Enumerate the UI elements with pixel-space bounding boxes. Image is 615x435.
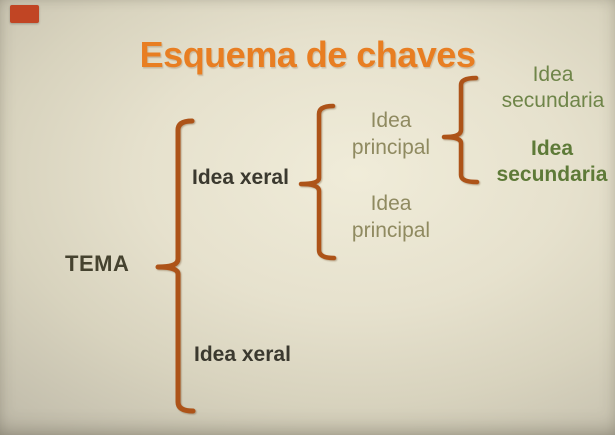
brace-level3-icon (441, 75, 480, 185)
brace-level2-icon (298, 103, 337, 261)
page-title: Esquema de chaves (139, 34, 476, 75)
idea-principal-2-label: Idea principal (351, 192, 431, 242)
idea-xeral-2-label: Idea xeral (194, 343, 291, 366)
brace-level1-icon (155, 118, 196, 414)
idea-xeral-1-label: Idea xeral (192, 166, 289, 189)
idea-principal-1-label: Idea principal (351, 109, 431, 159)
tema-label: TEMA (65, 251, 130, 276)
idea-secundaria-1-label: Idea secundaria (501, 63, 605, 112)
corner-accent-square (10, 5, 39, 23)
idea-secundaria-2-label: Idea secundaria (496, 137, 608, 186)
